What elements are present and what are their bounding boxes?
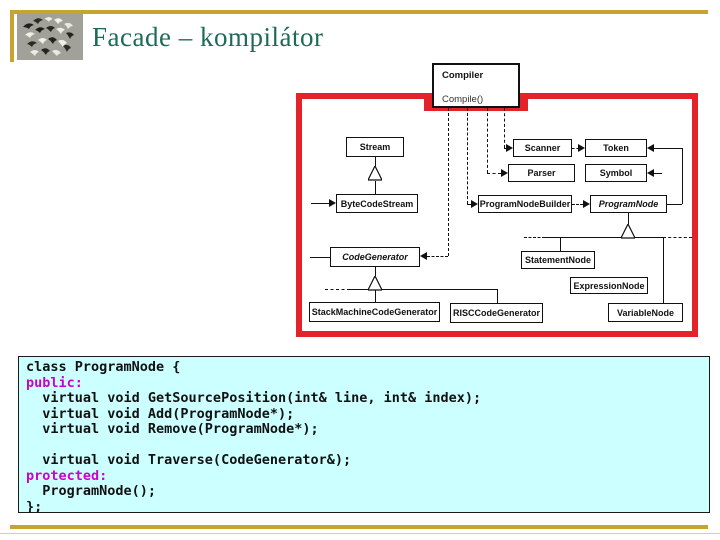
connector-line bbox=[545, 237, 663, 238]
inheritance-triangle bbox=[620, 222, 636, 244]
code-line: class ProgramNode { bbox=[26, 359, 181, 375]
code-line: virtual void Add(ProgramNode*); bbox=[26, 405, 295, 422]
connector-line bbox=[427, 256, 448, 257]
arrowhead-right bbox=[501, 169, 508, 177]
class-box-expressionnode: ExpressionNode bbox=[570, 277, 648, 294]
bottom-thin-rule bbox=[0, 533, 720, 534]
connector-line bbox=[375, 289, 376, 302]
class-box-bytecodestream: ByteCodeStream bbox=[336, 194, 418, 213]
connector-line bbox=[682, 148, 683, 204]
connector-line bbox=[572, 204, 583, 205]
connector-line bbox=[663, 237, 664, 303]
connector-line bbox=[487, 108, 488, 173]
arrowhead-left bbox=[420, 252, 427, 260]
code-line: protected: bbox=[26, 467, 108, 484]
arrowhead-right bbox=[578, 144, 585, 152]
class-box-programnode: ProgramNode bbox=[590, 195, 667, 213]
code-line: virtual void Traverse(CodeGenerator&); bbox=[26, 452, 352, 468]
connector-line bbox=[448, 108, 449, 256]
connector-line bbox=[467, 204, 473, 205]
connector-line bbox=[325, 289, 350, 290]
class-box-statementnode: StatementNode bbox=[521, 251, 595, 269]
connector-line bbox=[654, 173, 662, 174]
top-rule bbox=[10, 10, 708, 14]
inheritance-triangle bbox=[367, 274, 383, 296]
class-box-token: Token bbox=[585, 139, 647, 157]
facade-class-name: Compiler bbox=[442, 70, 484, 81]
code-line: virtual void Remove(ProgramNode*); bbox=[26, 421, 319, 437]
class-box-codegenerator: CodeGenerator bbox=[330, 247, 420, 267]
connector-line bbox=[467, 108, 468, 204]
code-line: virtual void GetSourcePosition(int& line… bbox=[26, 390, 482, 406]
connector-line bbox=[663, 237, 692, 238]
class-box-scanner: Scanner bbox=[513, 139, 572, 157]
connector-line bbox=[350, 289, 497, 290]
inheritance-triangle bbox=[367, 164, 383, 186]
code-line: ProgramNode(); bbox=[26, 483, 157, 499]
connector-line bbox=[667, 204, 682, 205]
escher-birds-logo bbox=[17, 13, 83, 60]
code-line bbox=[26, 438, 709, 454]
code-line: public: bbox=[26, 374, 83, 391]
left-rule bbox=[10, 10, 14, 62]
class-box-stream: Stream bbox=[346, 137, 404, 157]
class-box-variablenode: VariableNode bbox=[608, 303, 683, 322]
connector-line bbox=[628, 213, 629, 224]
page-title: Facade – kompilátor bbox=[92, 22, 324, 52]
connector-line bbox=[310, 257, 330, 258]
connector-line bbox=[375, 267, 376, 276]
connector-line bbox=[654, 148, 682, 149]
connector-line bbox=[311, 203, 330, 204]
class-box-stackmachinecodegenerator: StackMachineCodeGenerator bbox=[309, 302, 440, 322]
code-line: }; bbox=[26, 498, 43, 513]
arrowhead-right bbox=[583, 200, 590, 208]
escher-birds-logo-image bbox=[17, 13, 83, 60]
class-box-symbol: Symbol bbox=[585, 164, 647, 182]
class-box-parser: Parser bbox=[508, 164, 575, 182]
arrowhead-right bbox=[329, 199, 336, 207]
class-box-risccodegenerator: RISCCodeGenerator bbox=[450, 303, 543, 323]
connector-line bbox=[375, 157, 376, 166]
connector-line bbox=[504, 108, 505, 148]
connector-line bbox=[572, 148, 579, 149]
bottom-rule bbox=[10, 525, 708, 529]
code-block: class ProgramNode {public: virtual void … bbox=[18, 356, 710, 513]
arrowhead-left bbox=[647, 144, 654, 152]
connector-line bbox=[487, 173, 501, 174]
facade-class-member: Compile() bbox=[442, 94, 484, 105]
connector-line bbox=[497, 289, 498, 303]
connector-line bbox=[560, 237, 561, 251]
class-box-programnodebuilder: ProgramNodeBuilder bbox=[478, 195, 572, 213]
arrowhead-left bbox=[647, 169, 654, 177]
arrowhead-right bbox=[471, 200, 478, 208]
arrowhead-right bbox=[506, 144, 513, 152]
connector-line bbox=[524, 237, 545, 238]
connector-line bbox=[375, 181, 376, 194]
